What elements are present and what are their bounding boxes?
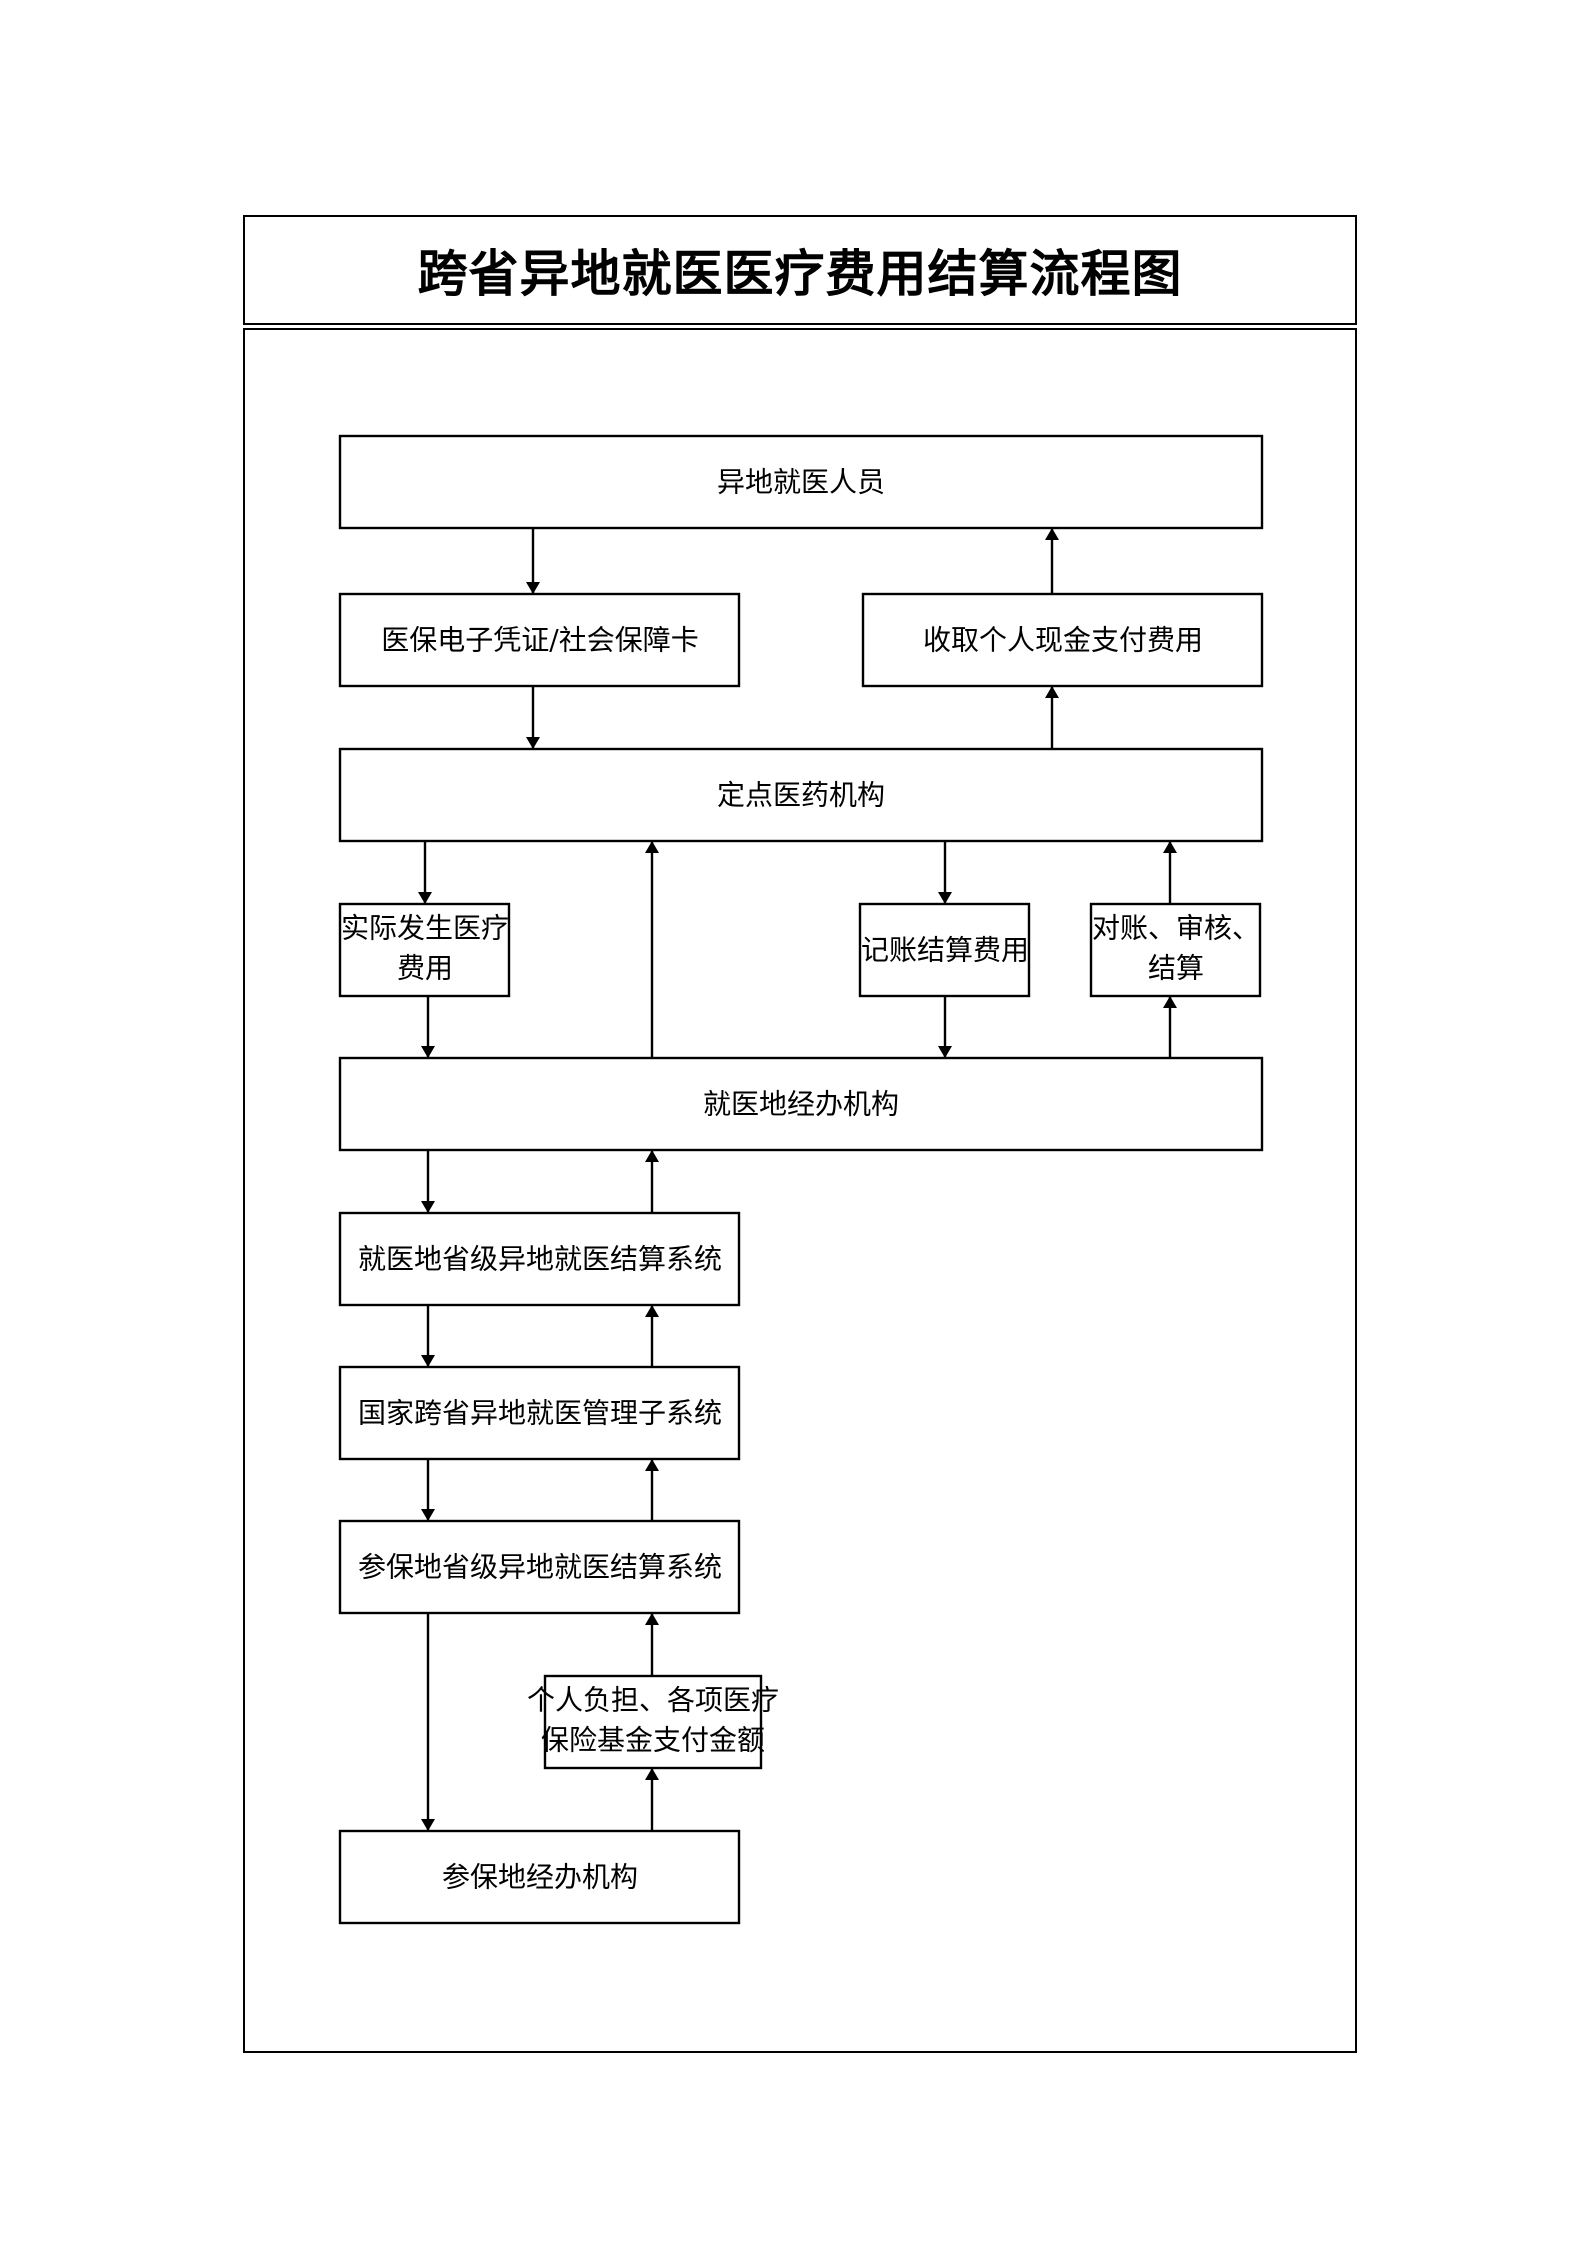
node-insured-provincial: 参保地省级异地就医结算系统 (338, 1519, 741, 1615)
node-bookkeeping-label: 记账结算费用 (861, 934, 1029, 967)
node-hospital-label: 定点医药机构 (717, 779, 885, 812)
content-frame (243, 328, 1357, 2053)
node-local-provincial-label: 就医地省级异地就医结算系统 (358, 1243, 722, 1276)
node-insured-agency: 参保地经办机构 (338, 1829, 741, 1925)
node-reconcile: 对账、审核、 结算 (1089, 902, 1262, 998)
page-title: 跨省异地就医医疗费用结算流程图 (417, 244, 1183, 303)
node-national: 国家跨省异地就医管理子系统 (338, 1365, 741, 1461)
node-patient-label: 异地就医人员 (717, 466, 885, 499)
node-insured-provincial-label: 参保地省级异地就医结算系统 (358, 1551, 722, 1584)
node-insured-agency-label: 参保地经办机构 (442, 1861, 638, 1894)
node-local-agency-label: 就医地经办机构 (703, 1088, 899, 1121)
node-cash-label: 收取个人现金支付费用 (923, 624, 1203, 657)
node-card: 医保电子凭证/社会保障卡 (338, 592, 741, 688)
node-cash: 收取个人现金支付费用 (861, 592, 1264, 688)
node-card-label: 医保电子凭证/社会保障卡 (381, 624, 698, 657)
node-actual-cost: 实际发生医疗 费用 (338, 902, 511, 998)
node-payment-amounts: 个人负担、各项医疗 保险基金支付金额 (527, 1674, 779, 1770)
node-patient: 异地就医人员 (338, 434, 1264, 530)
node-payment-amounts-line-1: 个人负担、各项医疗 (527, 1684, 779, 1717)
node-actual-cost-line-1: 实际发生医疗 (341, 912, 509, 945)
node-reconcile-line-2: 结算 (1148, 952, 1204, 985)
node-bookkeeping: 记账结算费用 (858, 902, 1031, 998)
title-box: 跨省异地就医医疗费用结算流程图 (243, 215, 1357, 325)
node-reconcile-line-1: 对账、审核、 (1092, 912, 1260, 945)
node-actual-cost-line-2: 费用 (397, 952, 453, 985)
node-national-label: 国家跨省异地就医管理子系统 (358, 1397, 722, 1430)
node-hospital: 定点医药机构 (338, 747, 1264, 843)
node-local-agency: 就医地经办机构 (338, 1056, 1264, 1152)
node-payment-amounts-line-2: 保险基金支付金额 (541, 1724, 765, 1757)
node-local-provincial: 就医地省级异地就医结算系统 (338, 1211, 741, 1307)
